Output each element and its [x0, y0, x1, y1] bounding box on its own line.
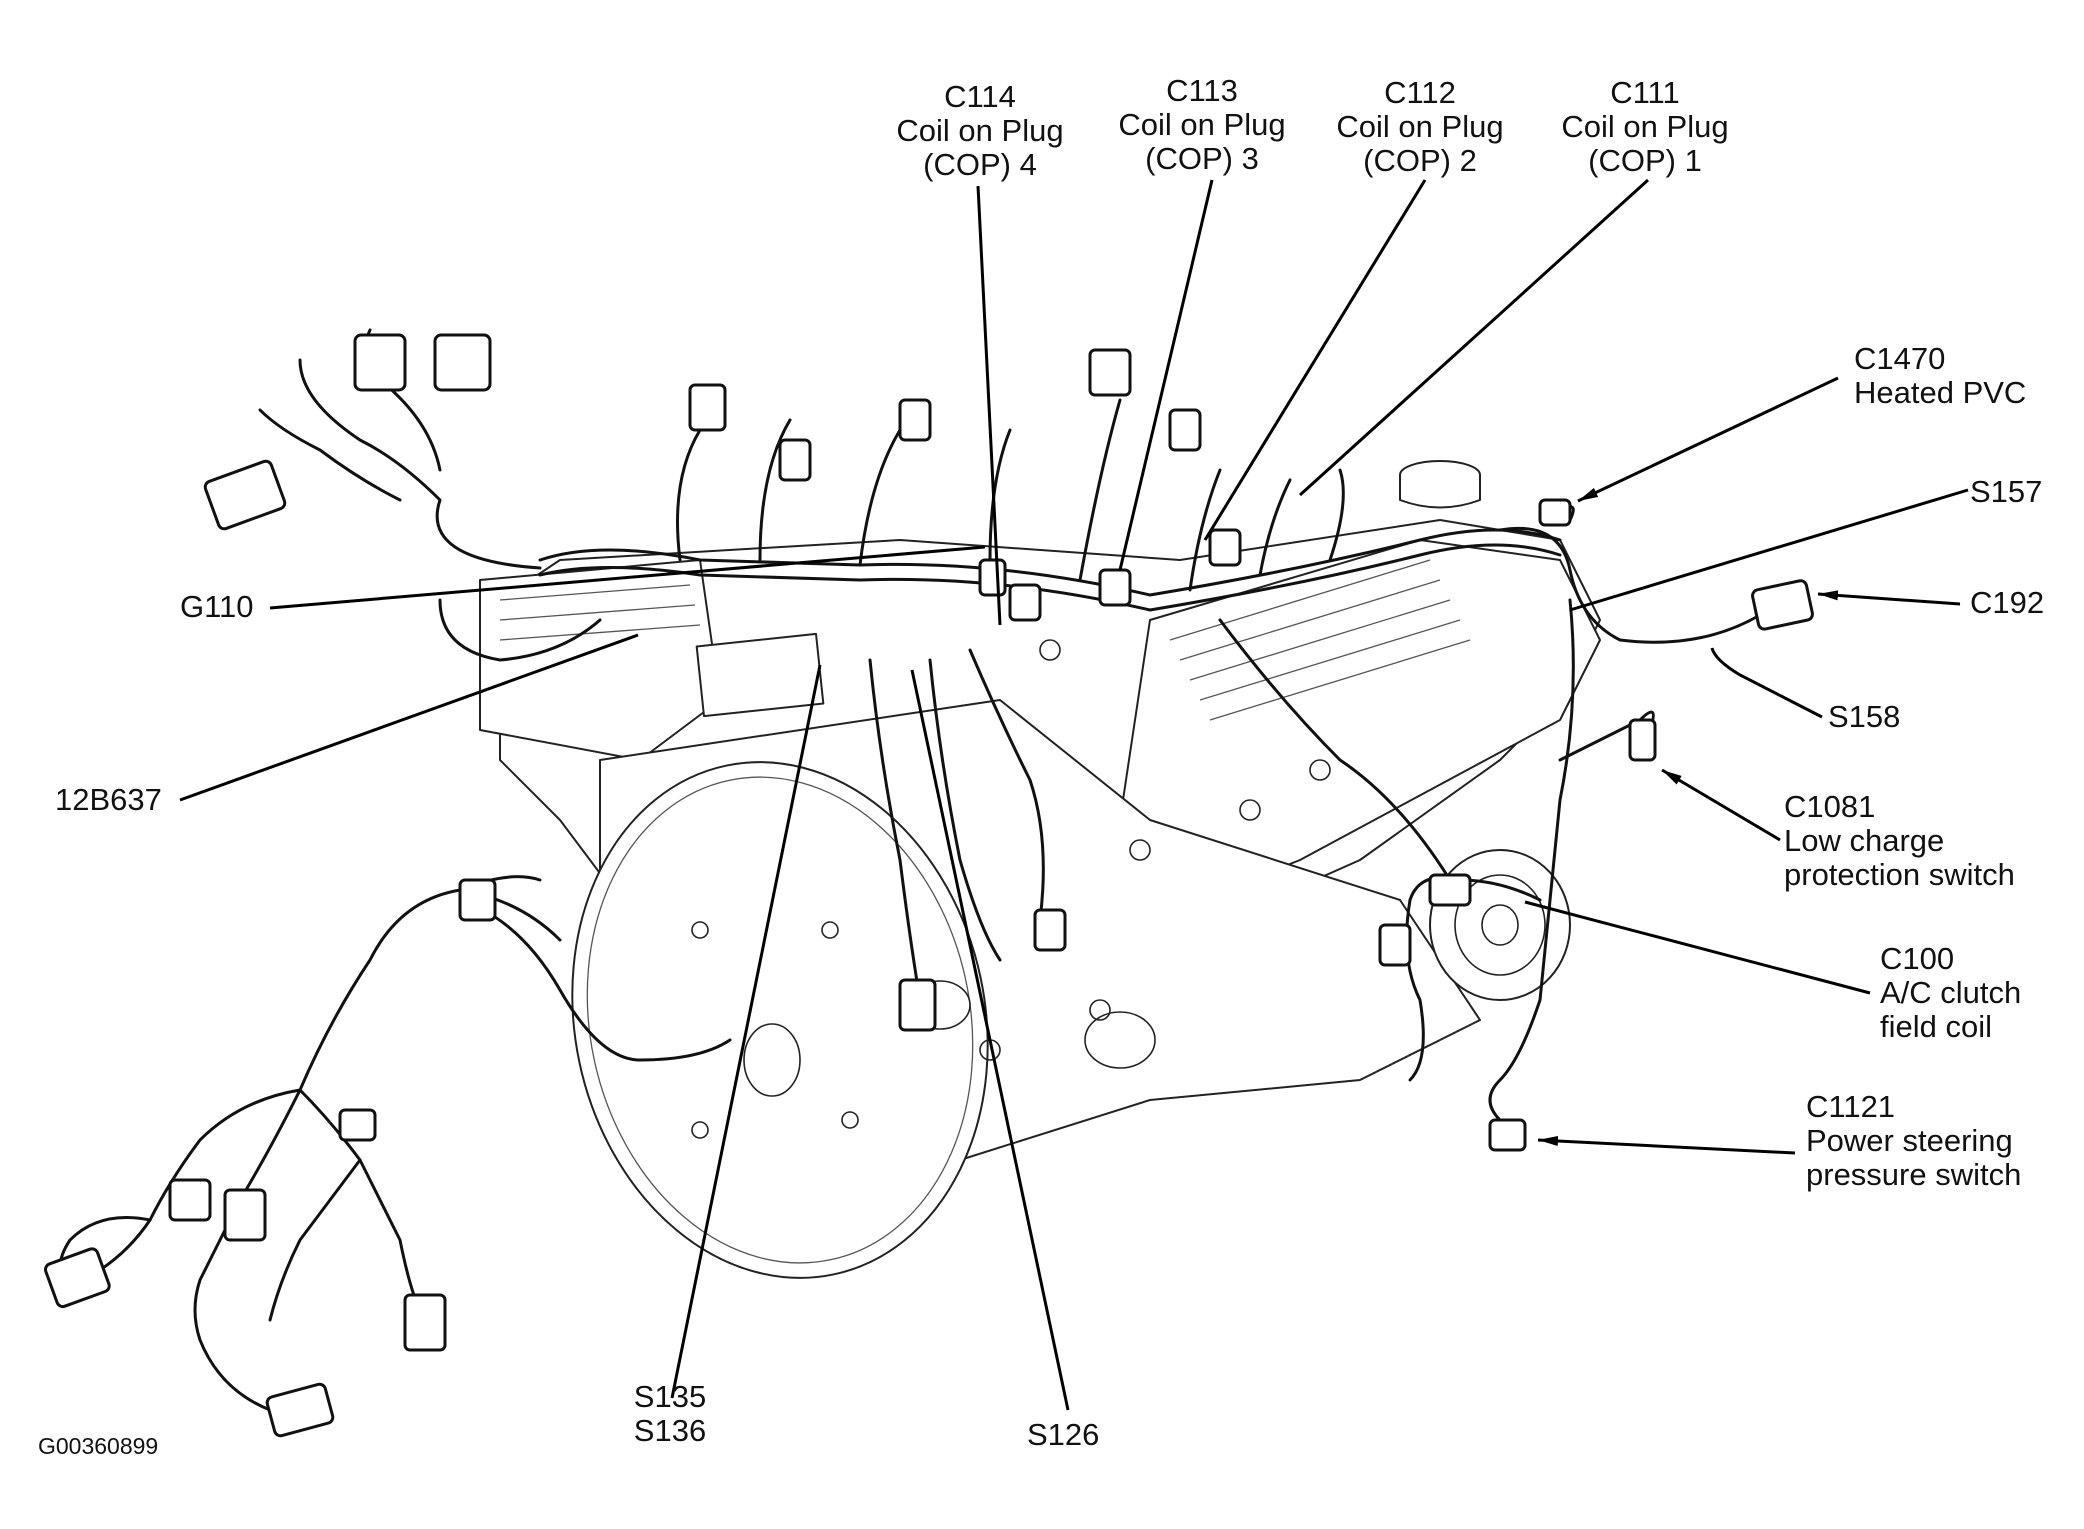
label-s135-s136: S135 S136: [610, 1380, 730, 1448]
figure-id: G00360899: [38, 1433, 159, 1459]
label-c1470: C1470 Heated PVC: [1854, 342, 2026, 410]
label-c192: C192: [1970, 586, 2044, 620]
label-c111: C111 Coil on Plug (COP) 1: [1545, 76, 1745, 178]
label-c113-line-3: (COP) 3: [1145, 141, 1259, 176]
label-s158: S158: [1828, 700, 1900, 734]
leader-c100: [1524, 900, 1871, 995]
label-c1470-line-1: C1470: [1854, 341, 1946, 376]
label-s126-line-1: S126: [1027, 1417, 1100, 1452]
label-c112: C112 Coil on Plug (COP) 2: [1320, 76, 1520, 178]
label-g110: G110: [180, 590, 254, 624]
label-g110-line-1: G110: [180, 589, 254, 624]
label-c100-line-1: C100: [1880, 941, 1955, 976]
label-c111-line-3: (COP) 1: [1588, 143, 1702, 178]
label-c111-line-2: Coil on Plug: [1561, 109, 1729, 144]
leader-c112: [1203, 179, 1427, 541]
label-s157-line-1: S157: [1970, 474, 2043, 509]
leader-c114: [976, 185, 1002, 626]
label-c113-line-2: Coil on Plug: [1118, 107, 1286, 142]
leader-c111: [1298, 178, 1650, 497]
leader-c192: [1817, 590, 1961, 606]
leader-c113: [1118, 179, 1214, 571]
label-s135-s136-line-1: S135: [633, 1379, 707, 1414]
label-c1470-line-2: Heated PVC: [1854, 375, 2027, 410]
label-s135-s136-line-2: S136: [633, 1413, 707, 1448]
leader-s126: [910, 669, 1070, 1411]
leader-12b637: [179, 633, 639, 802]
leader-c1081: [1661, 768, 1781, 842]
label-12b637: 12B637: [55, 783, 162, 817]
label-c100-line-3: field coil: [1880, 1009, 1992, 1044]
label-c112-line-3: (COP) 2: [1363, 143, 1477, 178]
label-c113-line-1: C113: [1166, 73, 1238, 108]
leader-c1470: [1577, 376, 1839, 503]
leader-s135-s136: [670, 664, 822, 1399]
label-s126: S126: [1027, 1418, 1099, 1452]
label-c112-line-1: C112: [1384, 75, 1456, 110]
label-c1081-line-2: Low charge: [1784, 823, 1945, 858]
label-c114-line-3: (COP) 4: [923, 147, 1037, 182]
label-s157: S157: [1970, 475, 2042, 509]
label-c114-line-1: C114: [944, 79, 1016, 114]
leader-s158: [1710, 647, 1823, 719]
leader-c1121: [1537, 1136, 1796, 1155]
label-c113: C113 Coil on Plug (COP) 3: [1102, 74, 1302, 176]
label-c100-line-2: A/C clutch: [1880, 975, 2022, 1010]
label-c111-line-1: C111: [1610, 75, 1680, 110]
label-c1121-line-1: C1121: [1806, 1089, 1896, 1124]
label-c114: C114 Coil on Plug (COP) 4: [880, 80, 1080, 182]
leader-g110: [269, 545, 986, 610]
label-c1081-line-3: protection switch: [1784, 857, 2015, 892]
label-c112-line-2: Coil on Plug: [1336, 109, 1504, 144]
label-c1121-line-3: pressure switch: [1806, 1157, 2022, 1192]
label-c1081: C1081 Low charge protection switch: [1784, 790, 2015, 892]
label-c1121: C1121 Power steering pressure switch: [1806, 1090, 2021, 1192]
leader-s157: [1569, 488, 1969, 612]
leader-lines: [179, 178, 1969, 1411]
label-12b637-line-1: 12B637: [55, 782, 162, 817]
label-c1121-line-2: Power steering: [1806, 1123, 2013, 1158]
label-c114-line-2: Coil on Plug: [896, 113, 1064, 148]
label-c1081-line-1: C1081: [1784, 789, 1876, 824]
label-c100: C100 A/C clutch field coil: [1880, 942, 2021, 1044]
label-s158-line-1: S158: [1828, 699, 1901, 734]
label-c192-line-1: C192: [1970, 585, 2045, 620]
connectors: [44, 333, 1814, 1438]
